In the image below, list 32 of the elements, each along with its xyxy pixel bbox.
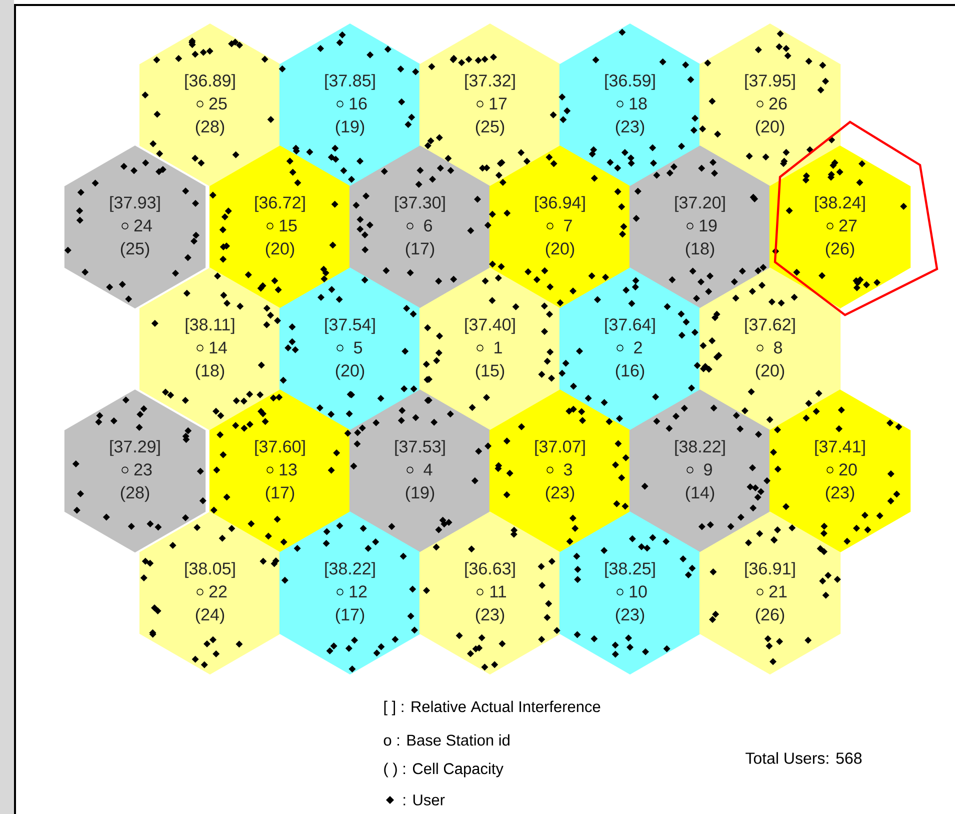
cell-hexagon: [37.30] 6 (17) (349, 146, 491, 308)
cell-hexagon: [38.22] 9 (14) (629, 390, 771, 552)
cell-hexagon: [37.85] 16 (19) (279, 24, 421, 186)
legend-entry: : User (404, 794, 445, 806)
cell-hexagon: [37.95] 26 (20) (699, 24, 841, 186)
cell-hexagon: [38.24] 27 (26) (769, 146, 911, 308)
cell-hexagon: [37.60] 13 (17) (209, 390, 351, 552)
cell-hexagon: [37.20] 19 (18) (629, 146, 771, 308)
cell-hexagon: [38.05] 22 (24) (139, 512, 281, 674)
cell-hexagon: [38.11] 14 (18) (139, 268, 281, 430)
cell-hexagon: [36.63] 11 (23) (419, 512, 561, 674)
cell-hexagon: [36.89] 25 (28) (139, 24, 281, 186)
cell-hexagon: [36.91] 21 (26) (699, 512, 841, 674)
cell-hexagon: [37.54] 5 (20) (279, 268, 421, 430)
cell-hexagon: [37.41] 20 (23) (769, 390, 911, 552)
cell-hexagon: [37.53] 4 (19) (349, 390, 491, 552)
cell-hexagon: [37.40] 1 (15) (419, 268, 561, 430)
cell-hexagon: [37.29] 23 (28) (64, 390, 206, 552)
cell-hexagon: [37.93] 24 (25) (64, 146, 206, 308)
cell-hexagon: [37.62] 8 (20) (699, 268, 841, 430)
cell-hexagon: [38.25] 10 (23) (559, 512, 701, 674)
legend-entry: ( ) : Cell Capacity (384, 762, 504, 778)
cell-hexagon: [37.32] 17 (25) (419, 24, 561, 186)
legend-entry: o : Base Station id (384, 734, 510, 746)
cell-hexagon: [37.64] 2 (16) (559, 268, 701, 430)
total-users-label: Total Users: 568 (746, 752, 862, 764)
cell-hexagon: [37.07] 3 (23) (489, 390, 631, 552)
cell-hexagon: [38.22] 12 (17) (279, 512, 421, 674)
cell-hexagon: [36.59] 18 (23) (559, 24, 701, 186)
legend-entry: [ ] : Relative Actual Interference (384, 700, 600, 716)
cell-hexagon: [36.72] 15 (20) (209, 146, 351, 308)
cell-hexagon: [36.94] 7 (20) (489, 146, 631, 308)
